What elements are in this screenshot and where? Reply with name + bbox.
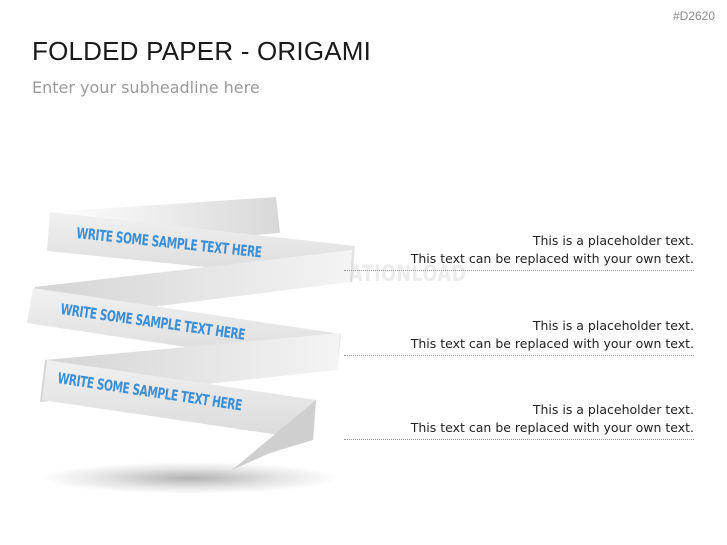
description-3: This is a placeholder text. This text ca… <box>344 401 694 440</box>
description-1-line-1: This is a placeholder text. <box>532 233 694 248</box>
description-2-line-2: This text can be replaced with your own … <box>410 336 694 351</box>
description-1: This is a placeholder text. This text ca… <box>344 232 694 271</box>
description-3-line-2: This text can be replaced with your own … <box>410 420 694 435</box>
ribbon-tail <box>232 400 316 470</box>
slide-code: #D2620 <box>672 9 715 23</box>
page-title: FOLDED PAPER - ORIGAMI <box>32 36 372 66</box>
page-subtitle: Enter your subheadline here <box>32 78 260 97</box>
description-3-line-1: This is a placeholder text. <box>532 402 694 417</box>
ribbon-shadow <box>40 462 340 494</box>
description-2: This is a placeholder text. This text ca… <box>344 317 694 356</box>
ribbon-band-3 <box>42 360 316 440</box>
description-1-line-2: This text can be replaced with your own … <box>410 251 694 266</box>
description-2-line-1: This is a placeholder text. <box>532 318 694 333</box>
